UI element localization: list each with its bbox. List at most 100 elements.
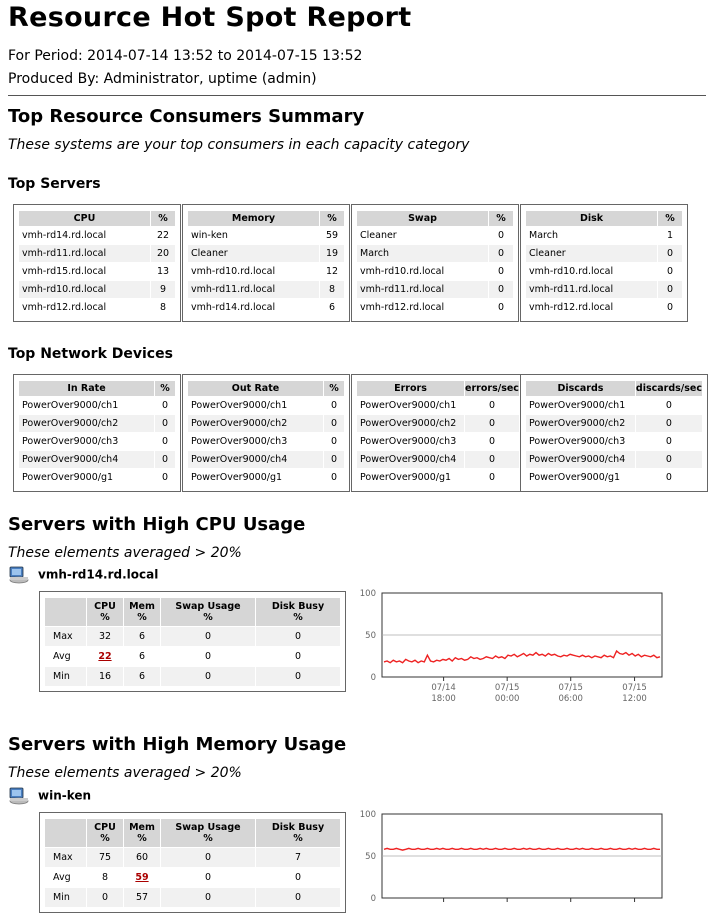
table-header-row: Swap% [356, 210, 514, 227]
element-link[interactable]: PowerOver9000/ch3 [525, 432, 636, 451]
table-header-row: Disk% [525, 210, 683, 227]
y-tick-label: 50 [365, 852, 376, 862]
metric-header: Swap Usage% [160, 818, 256, 848]
element-link[interactable]: vmh-rd14.rd.local [18, 226, 151, 245]
stat-label: Avg [44, 867, 87, 888]
metric-unit: % [137, 833, 147, 844]
element-link[interactable]: Cleaner [356, 226, 489, 245]
stat-label: Max [44, 847, 87, 868]
element-link[interactable]: PowerOver9000/ch2 [18, 414, 155, 433]
value-cell: 0 [323, 414, 345, 433]
stat-value: 0 [160, 646, 256, 667]
avg-highlight-link[interactable]: 22 [98, 651, 112, 662]
element-link[interactable]: vmh-rd12.rd.local [356, 298, 489, 317]
stat-value: 0 [255, 626, 341, 647]
value-cell: 0 [634, 396, 704, 415]
element-link[interactable]: PowerOver9000/ch3 [356, 432, 465, 451]
stat-value: 32 [86, 626, 124, 647]
value-cell: 0 [154, 414, 176, 433]
element-link[interactable]: vmh-rd10.rd.local [187, 262, 320, 281]
stat-value: 6 [123, 666, 161, 687]
element-link[interactable]: vmh-rd11.rd.local [525, 280, 658, 299]
stat-value: 0 [160, 666, 256, 687]
metric-name: Disk Busy [271, 601, 325, 612]
element-link[interactable]: PowerOver9000/ch3 [18, 432, 155, 451]
element-link[interactable]: vmh-rd12.rd.local [18, 298, 151, 317]
element-link[interactable]: Cleaner [525, 244, 658, 263]
stat-label: Avg [44, 646, 87, 667]
element-link[interactable]: March [356, 244, 489, 263]
stat-value: 0 [160, 847, 256, 868]
mem-server-label[interactable]: win-ken [38, 788, 92, 803]
value-cell: 0 [154, 450, 176, 469]
value-cell: 0 [464, 414, 520, 433]
element-link[interactable]: PowerOver9000/ch1 [187, 396, 324, 415]
element-link[interactable]: vmh-rd12.rd.local [525, 298, 658, 317]
element-link[interactable]: PowerOver9000/ch1 [525, 396, 636, 415]
element-link[interactable]: vmh-rd11.rd.local [356, 280, 489, 299]
element-link[interactable]: PowerOver9000/ch4 [356, 450, 465, 469]
table-header-row: CPU% [18, 210, 176, 227]
element-link[interactable]: PowerOver9000/g1 [187, 468, 324, 487]
y-tick-label: 0 [371, 894, 376, 904]
element-link[interactable]: vmh-rd10.rd.local [525, 262, 658, 281]
element-link[interactable]: vmh-rd10.rd.local [18, 280, 151, 299]
metric-unit: % [203, 612, 213, 623]
stat-value: 0 [86, 887, 124, 908]
element-link[interactable]: PowerOver9000/ch2 [187, 414, 324, 433]
element-link[interactable]: PowerOver9000/g1 [525, 468, 636, 487]
mem-server-name[interactable]: win-ken [8, 787, 91, 805]
element-link[interactable]: vmh-rd11.rd.local [18, 244, 151, 263]
element-link[interactable]: PowerOver9000/ch4 [18, 450, 155, 469]
element-link[interactable]: PowerOver9000/ch4 [525, 450, 636, 469]
element-link[interactable]: vmh-rd11.rd.local [187, 280, 320, 299]
metric-name: Mem [129, 822, 155, 833]
mem-section-subtitle: These elements averaged > 20% [8, 765, 242, 781]
summary-subtitle: These systems are your top consumers in … [8, 137, 470, 153]
element-link[interactable]: PowerOver9000/ch2 [525, 414, 636, 433]
element-link[interactable]: Cleaner [187, 244, 320, 263]
element-link[interactable]: PowerOver9000/ch1 [18, 396, 155, 415]
element-link[interactable]: PowerOver9000/g1 [18, 468, 155, 487]
element-link[interactable]: PowerOver9000/ch2 [356, 414, 465, 433]
element-link[interactable]: PowerOver9000/ch4 [187, 450, 324, 469]
stat-value: 8 [86, 867, 124, 888]
stat-value: 6 [123, 626, 161, 647]
value-cell: 1 [657, 226, 683, 245]
element-link[interactable]: vmh-rd15.rd.local [18, 262, 151, 281]
x-tick-label: 07/15 [495, 683, 520, 693]
element-link[interactable]: win-ken [187, 226, 320, 245]
cpu-server-label[interactable]: vmh-rd14.rd.local [38, 567, 159, 582]
value-cell: 9 [150, 280, 176, 299]
element-link[interactable]: vmh-rd14.rd.local [187, 298, 320, 317]
element-link[interactable]: PowerOver9000/ch3 [187, 432, 324, 451]
y-tick-label: 0 [371, 673, 376, 683]
element-link[interactable]: vmh-rd10.rd.local [356, 262, 489, 281]
element-link[interactable]: PowerOver9000/ch1 [356, 396, 465, 415]
element-link[interactable]: March [525, 226, 658, 245]
stat-value: 75 [86, 847, 124, 868]
element-link[interactable]: PowerOver9000/g1 [356, 468, 465, 487]
avg-highlight-link[interactable]: 59 [135, 872, 149, 883]
cpu-server-name[interactable]: vmh-rd14.rd.local [8, 566, 158, 584]
metric-header: Mem% [123, 597, 161, 627]
column-header: Disk [525, 210, 658, 227]
value-cell: 0 [488, 244, 514, 263]
metric-header: Swap Usage% [160, 597, 256, 627]
